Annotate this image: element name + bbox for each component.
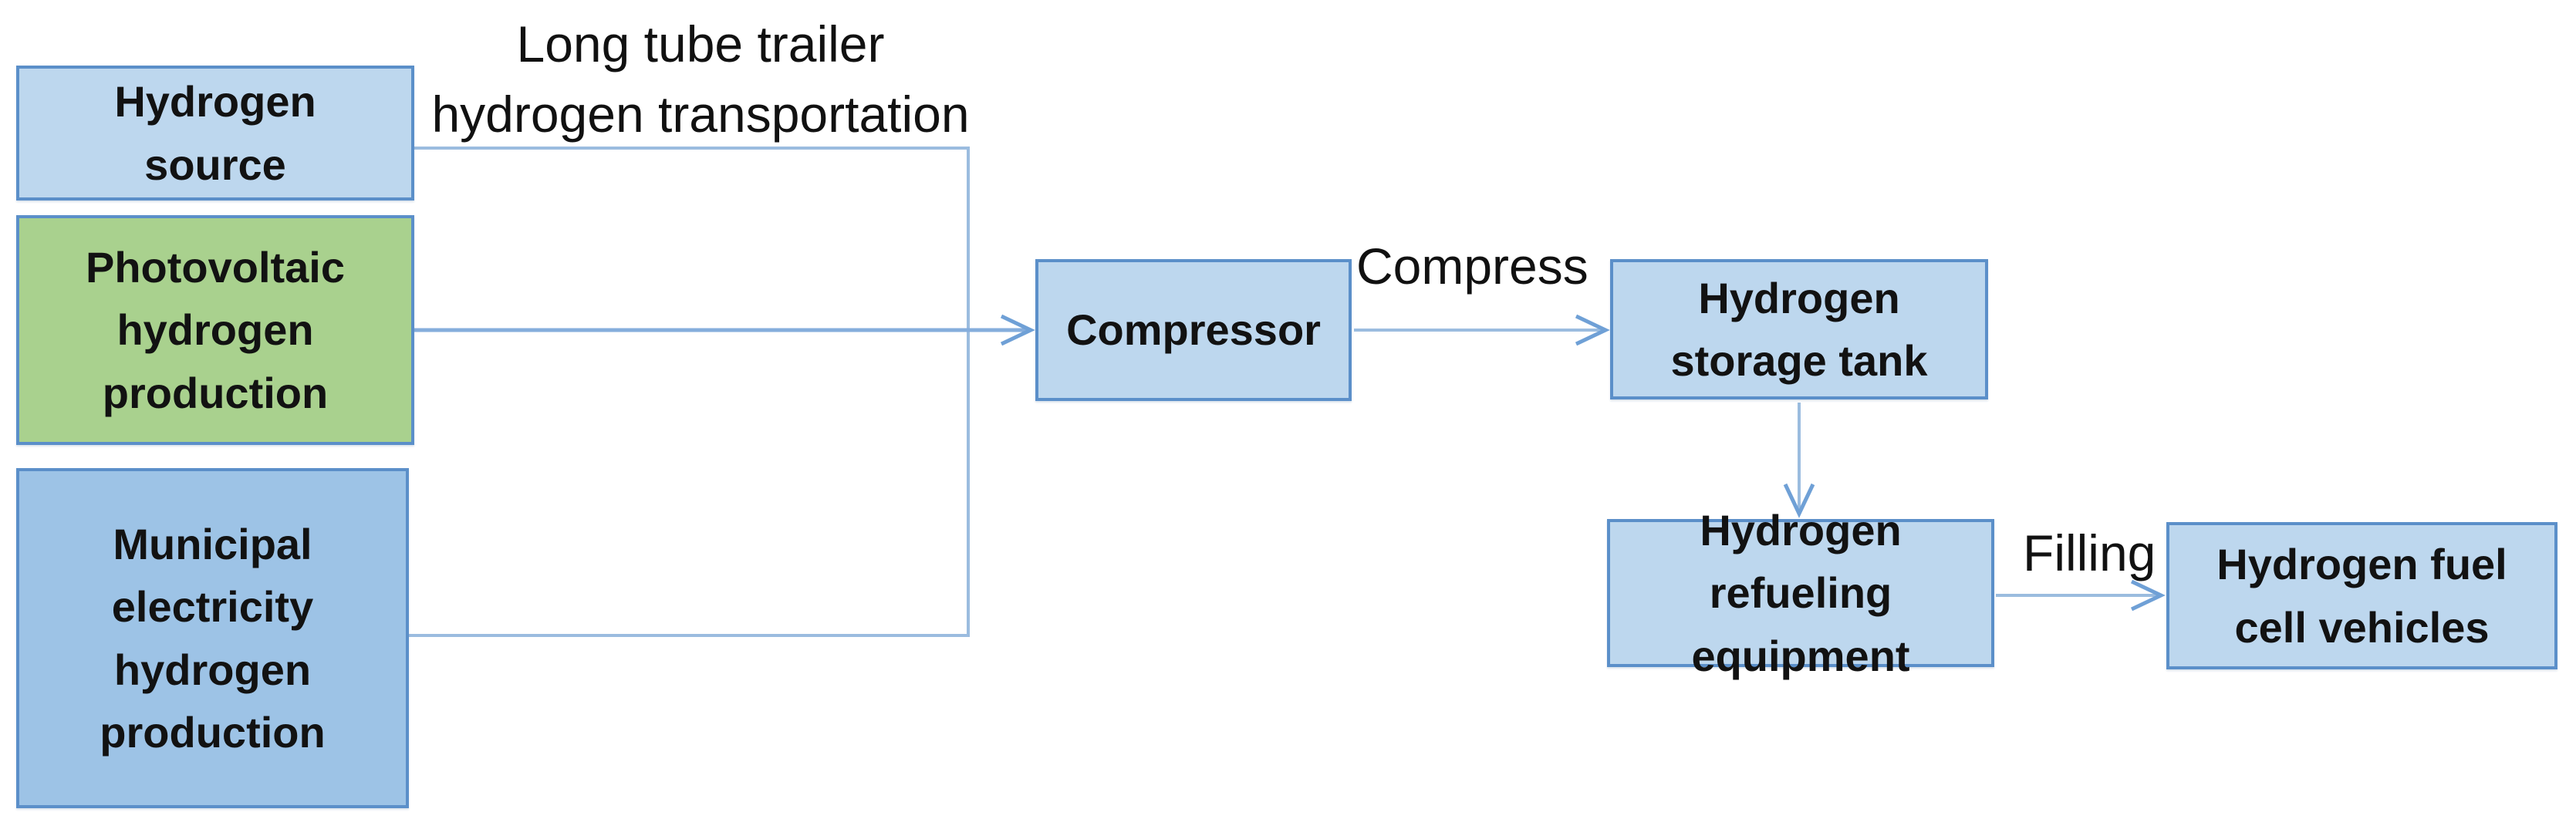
node-refueling-label: Hydrogen refueling equipment <box>1691 506 1910 680</box>
edge-label-long-tube-trailer-transport: Long tube trailer hydrogen transportatio… <box>431 15 970 143</box>
node-hydrogen-source: Hydrogen source <box>16 66 414 201</box>
node-hydrogen-source-label: Hydrogen source <box>114 77 316 189</box>
node-municipal-electricity-hydrogen-production: Municipal electricity hydrogen productio… <box>16 468 409 808</box>
node-municipal-label: Municipal electricity hydrogen productio… <box>100 520 326 757</box>
node-photovoltaic-label: Photovoltaic hydrogen production <box>85 243 346 417</box>
node-hydrogen-storage-tank: Hydrogen storage tank <box>1610 259 1988 399</box>
node-photovoltaic-hydrogen-production: Photovoltaic hydrogen production <box>16 215 414 445</box>
node-compressor-label: Compressor <box>1066 305 1321 355</box>
edge-label-compress: Compress <box>1356 238 1588 295</box>
node-hydrogen-refueling-equipment: Hydrogen refueling equipment <box>1607 506 1994 680</box>
node-fuel-cell-vehicles-label: Hydrogen fuel cell vehicles <box>2216 540 2507 652</box>
node-storage-tank-label: Hydrogen storage tank <box>1670 273 1928 385</box>
node-compressor: Compressor <box>1035 259 1352 401</box>
node-hydrogen-fuel-cell-vehicles: Hydrogen fuel cell vehicles <box>2166 522 2557 669</box>
edge-label-filling: Filling <box>2023 524 2156 581</box>
